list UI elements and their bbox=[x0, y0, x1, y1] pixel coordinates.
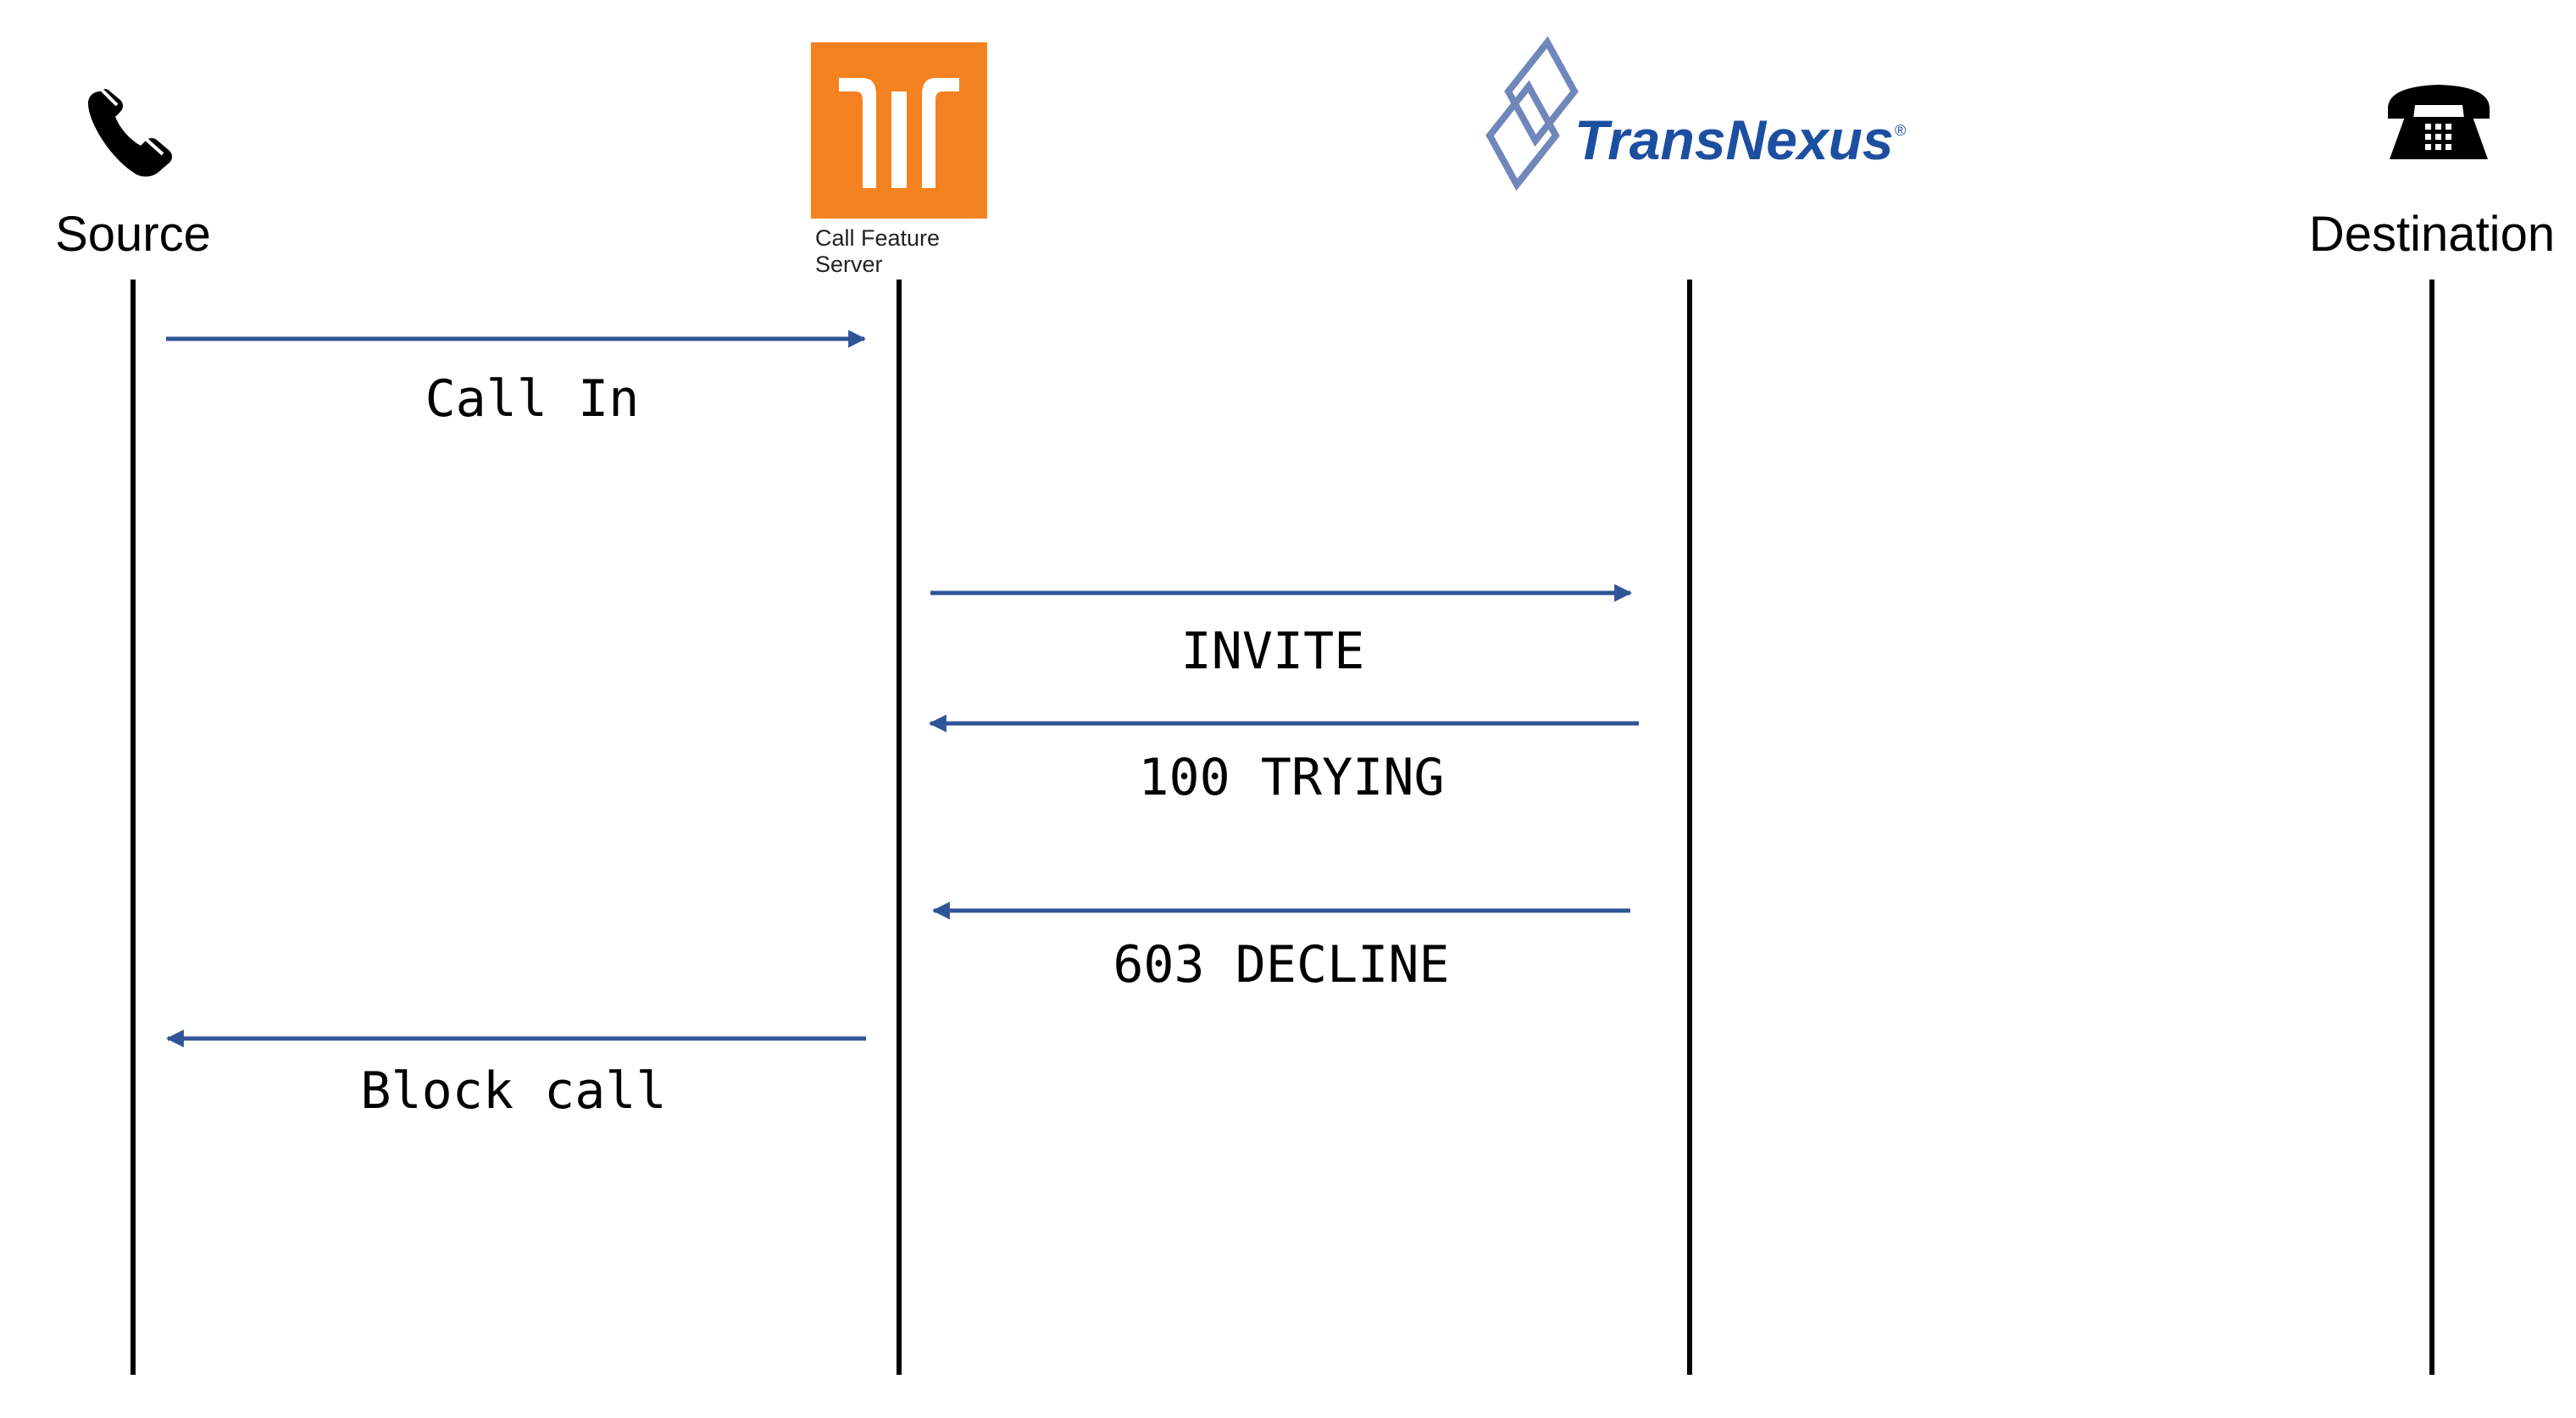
transnexus-wordmark: TransNexus bbox=[1574, 108, 1894, 171]
server-caption-line2: Server bbox=[815, 252, 883, 277]
destination-label: Destination bbox=[2309, 207, 2555, 262]
server-caption-line1: Call Feature bbox=[815, 225, 940, 251]
message-invite: INVITE bbox=[930, 584, 1633, 681]
label-block-call: Block call bbox=[360, 1061, 666, 1121]
transnexus-logo-mark bbox=[1485, 36, 1579, 191]
message-100-trying: 100 TRYING bbox=[928, 714, 1639, 807]
source-label: Source bbox=[55, 207, 211, 262]
call-feature-server-logo bbox=[811, 42, 987, 219]
label-call-in: Call In bbox=[425, 369, 640, 429]
label-603-decline: 603 DECLINE bbox=[1113, 935, 1449, 994]
phone-handset-icon bbox=[88, 88, 172, 177]
message-603-decline: 603 DECLINE bbox=[931, 901, 1630, 994]
participant-destination: Destination bbox=[2309, 85, 2555, 262]
participant-source: Source bbox=[55, 88, 211, 262]
transnexus-reg-mark: ® bbox=[1895, 122, 1906, 139]
label-invite: INVITE bbox=[1181, 622, 1365, 681]
participant-transnexus: TransNexus ® bbox=[1485, 36, 1906, 191]
message-call-in: Call In bbox=[166, 330, 867, 429]
message-block-call: Block call bbox=[165, 1029, 866, 1121]
participant-call-feature-server: Call Feature Server bbox=[811, 42, 987, 277]
desk-telephone-icon bbox=[2388, 85, 2490, 159]
label-100-trying: 100 TRYING bbox=[1138, 748, 1444, 807]
